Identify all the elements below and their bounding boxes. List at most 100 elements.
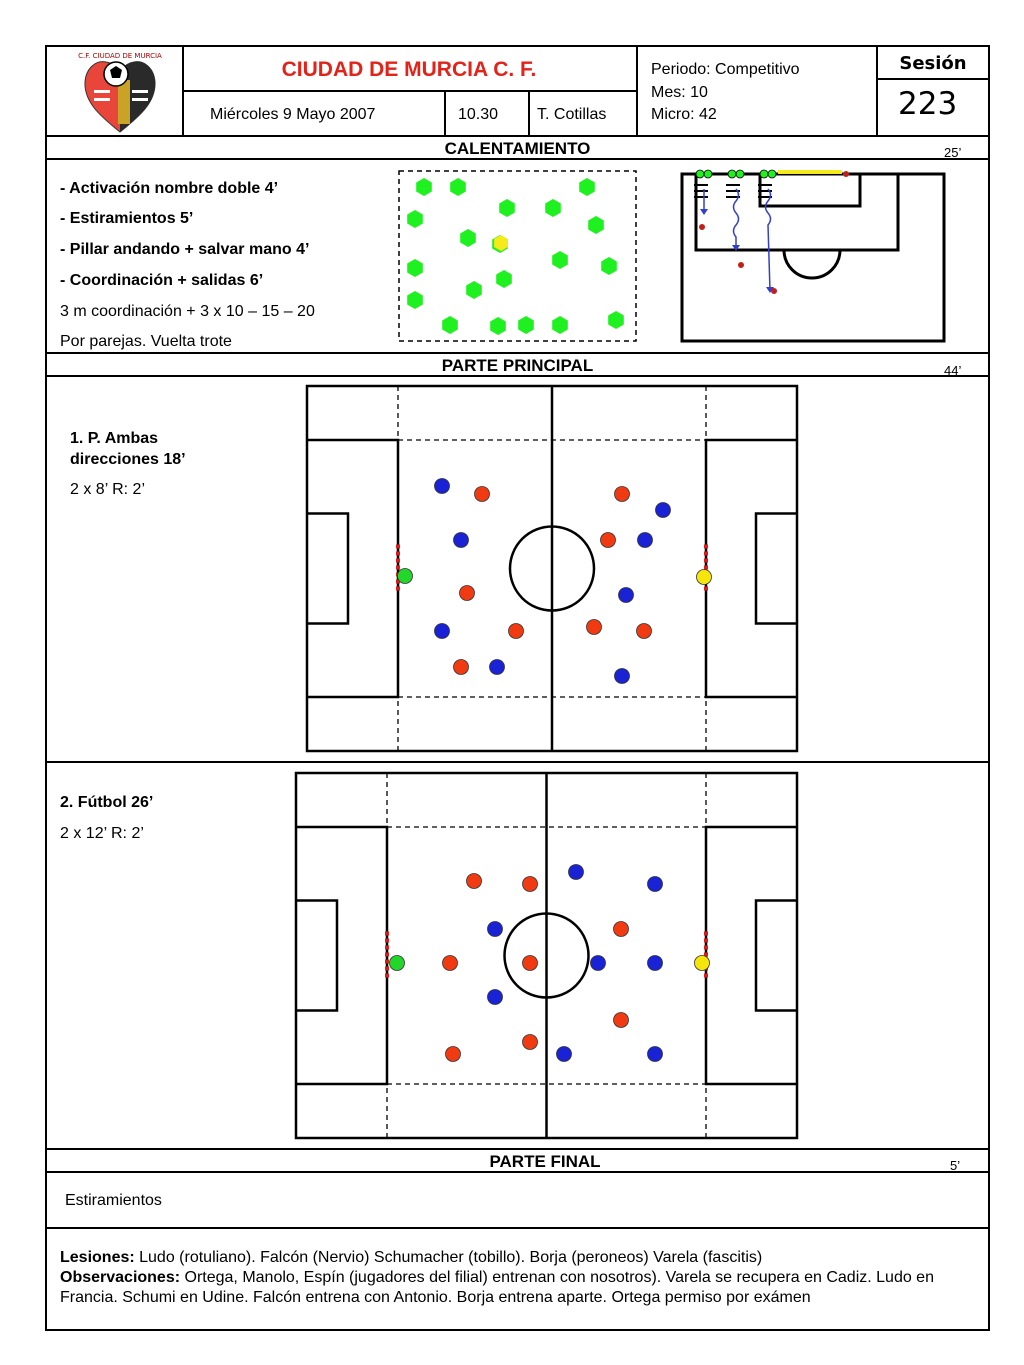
header-divider (528, 91, 530, 136)
section-divider (45, 375, 990, 377)
cone-green (545, 199, 561, 217)
pitch-diagram-2 (294, 771, 799, 1140)
cone-green (466, 281, 482, 299)
cone-green (579, 178, 595, 196)
player-blue (655, 502, 671, 518)
header-divider (444, 91, 446, 136)
player-blue (489, 659, 505, 675)
observaciones-label: Observaciones: (60, 1269, 181, 1286)
arrow-head (766, 287, 774, 293)
cone-green (442, 316, 458, 334)
exercise-detail: 2 x 12’ R: 2’ (60, 825, 144, 842)
cone-red (699, 224, 705, 230)
arrow-head (700, 209, 708, 215)
club-logo: C.F. CIUDAD DE MURCIA (78, 52, 162, 133)
goalkeeper-green (397, 568, 413, 584)
parte-final-duration: 5’ (950, 1158, 961, 1173)
header-divider (876, 45, 878, 136)
cone-green (407, 291, 423, 309)
lesiones-text: Ludo (rotuliano). Falcón (Nervio) Schuma… (134, 1249, 763, 1266)
warmup-item: - Pillar andando + salvar mano 4’ (60, 241, 310, 258)
penalty-area-left (307, 438, 400, 699)
cone-green (416, 178, 432, 196)
warmup-goal-diagram (680, 169, 946, 343)
player-red (614, 486, 630, 502)
section-divider (45, 1148, 990, 1150)
goalkeeper-green (389, 955, 405, 971)
arrow-head (732, 245, 740, 251)
player-red (522, 876, 538, 892)
calentamiento-duration: 25’ (944, 145, 962, 160)
penalty-area-right (704, 438, 797, 699)
coach-name: T. Cotillas (537, 106, 607, 123)
warmup-item: - Estiramientos 5’ (60, 210, 194, 227)
parte-final-title: PARTE FINAL (489, 1152, 601, 1171)
cone-red (771, 288, 777, 294)
player-marker-green (703, 169, 713, 179)
warmup-item: - Coordinación + salidas 6’ (60, 272, 264, 289)
parte-final-content: Estiramientos (65, 1192, 162, 1209)
player-red (613, 921, 629, 937)
cone-green (608, 311, 624, 329)
player-blue (618, 587, 634, 603)
penalty-area-left (296, 825, 389, 1086)
cone-green (450, 178, 466, 196)
player-red (445, 1046, 461, 1062)
player-red (466, 873, 482, 889)
player-blue (487, 921, 503, 937)
cone-red (843, 171, 849, 177)
player-blue (453, 532, 469, 548)
lesiones-label: Lesiones: (60, 1249, 135, 1266)
periodo: Periodo: Competitivo (651, 61, 800, 78)
player-red (613, 1012, 629, 1028)
player-blue (614, 668, 630, 684)
header-divider (636, 45, 638, 136)
exercise-title: direcciones 18’ (70, 451, 186, 468)
player-red (522, 955, 538, 971)
goalkeeper-yellow (696, 569, 712, 585)
player-marker-green (727, 169, 737, 179)
penalty-area-right (704, 825, 797, 1086)
player-marker-green (735, 169, 745, 179)
parte-principal-title: PARTE PRINCIPAL (441, 356, 594, 375)
observaciones-text: Ortega, Manolo, Espín (jugadores del fil… (60, 1269, 934, 1306)
parte-principal-duration: 44’ (944, 363, 962, 378)
header-divider (182, 90, 636, 92)
cone-green (518, 316, 534, 334)
goalkeeper-yellow (694, 955, 710, 971)
player-blue (647, 955, 663, 971)
cone-red (738, 262, 744, 268)
player-blue (487, 989, 503, 1005)
player-blue (637, 532, 653, 548)
cone-green (490, 317, 506, 335)
goal-area-right (754, 512, 797, 625)
player-blue (434, 478, 450, 494)
player-blue (556, 1046, 572, 1062)
centre-circle (508, 525, 596, 612)
exercise-detail: 2 x 8’ R: 2’ (70, 481, 145, 498)
warmup-note: Por parejas. Vuelta trote (60, 333, 232, 350)
player-red (522, 1034, 538, 1050)
player-marker-green (759, 169, 769, 179)
player-red (508, 623, 524, 639)
player-red (459, 585, 475, 601)
cone-green (499, 199, 515, 217)
cone-green (588, 216, 604, 234)
cone-green (407, 210, 423, 228)
player-red (636, 623, 652, 639)
cone-green (460, 229, 476, 247)
section-divider (45, 352, 990, 354)
player-blue (568, 864, 584, 880)
player-blue (434, 623, 450, 639)
sesion-label: Sesión (899, 53, 967, 74)
goal-area-right (754, 899, 797, 1012)
player-blue (647, 876, 663, 892)
section-divider (45, 1227, 990, 1229)
player-blue (590, 955, 606, 971)
cone-green (552, 251, 568, 269)
player-blue (647, 1046, 663, 1062)
player-red (453, 659, 469, 675)
player-red (474, 486, 490, 502)
player-red (442, 955, 458, 971)
player-red (586, 619, 602, 635)
